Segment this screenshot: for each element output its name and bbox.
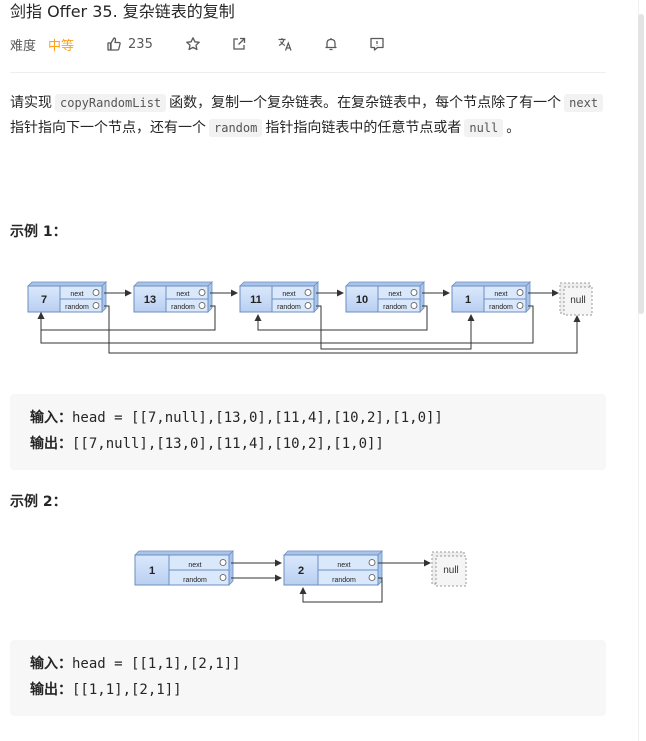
next-label: next	[494, 291, 507, 298]
desc-text: 请实现	[10, 95, 52, 111]
like-button[interactable]: 235	[106, 36, 153, 52]
node-value: 7	[41, 294, 47, 306]
output-label: 输出：	[30, 436, 72, 452]
scrollbar-thumb[interactable]	[638, 14, 644, 314]
inline-code: null	[464, 119, 504, 137]
list-node: 2 next random	[283, 550, 383, 586]
desc-text: 函数，复制一个复杂链表。在复杂链表中，每个节点除了有一个	[169, 95, 562, 111]
next-label: next	[70, 291, 83, 298]
random-label: random	[171, 304, 195, 311]
example-1-io: 输入：head = [[7,null],[13,0],[11,4],[10,2]…	[10, 394, 606, 470]
favorite-button[interactable]	[185, 36, 201, 52]
inline-code: next	[564, 94, 604, 112]
random-label: random	[332, 577, 356, 584]
node-value: 11	[250, 294, 262, 306]
random-label: random	[489, 304, 513, 311]
difficulty-label: 难度	[10, 38, 37, 54]
feedback-icon	[370, 37, 384, 51]
next-label: next	[188, 562, 201, 569]
null-label: null	[443, 565, 459, 576]
example-1-diagram: 7 next random 13 next random 11 next random 10 nex…	[27, 281, 593, 354]
desc-text: 指针指向下一个节点，还有一个	[10, 120, 206, 136]
list-node: 7 next random	[27, 281, 107, 313]
next-label: next	[337, 562, 350, 569]
inline-code: random	[209, 119, 263, 137]
desc-text: 。	[506, 120, 521, 136]
example-1-heading: 示例 1：	[10, 224, 67, 240]
null-node: null	[559, 282, 593, 316]
share-button[interactable]	[231, 36, 247, 52]
random-label: random	[65, 304, 89, 311]
input-value: head = [[7,null],[13,0],[11,4],[10,2],[1…	[72, 410, 443, 426]
random-label: random	[383, 304, 407, 311]
like-count: 235	[128, 36, 153, 52]
panel-border	[638, 0, 639, 741]
next-label: next	[282, 291, 295, 298]
next-label: next	[388, 291, 401, 298]
null-label: null	[570, 295, 586, 306]
star-icon	[186, 37, 200, 51]
difficulty-badge: 中等	[48, 38, 75, 54]
translate-icon	[278, 38, 292, 51]
feedback-button[interactable]	[369, 36, 385, 52]
random-label: random	[183, 577, 207, 584]
next-label: next	[176, 291, 189, 298]
list-node: 13 next random	[133, 281, 213, 313]
list-node: 1 next random	[451, 281, 531, 313]
node-value: 13	[144, 294, 156, 306]
divider	[10, 72, 606, 73]
translate-button[interactable]	[277, 36, 293, 52]
example-2-diagram: 1 next random 2 next random null	[134, 550, 467, 603]
list-node: 1 next random	[134, 550, 234, 586]
node-value: 10	[356, 294, 368, 306]
example-2-heading: 示例 2：	[10, 494, 67, 510]
node-value: 2	[298, 565, 304, 577]
list-node: 10 next random	[345, 281, 425, 313]
problem-meta-bar: 难度 中等 235	[10, 33, 385, 55]
notification-button[interactable]	[323, 36, 339, 52]
output-label: 输出：	[30, 682, 72, 698]
list-node: 11 next random	[239, 281, 319, 313]
example-2-io: 输入：head = [[1,1],[2,1]] 输出：[[1,1],[2,1]]	[10, 640, 606, 716]
node-value: 1	[465, 294, 471, 306]
node-value: 1	[149, 565, 155, 577]
share-icon	[233, 37, 246, 50]
desc-text: 指针指向链表中的任意节点或者	[265, 120, 462, 136]
output-value: [[7,null],[13,0],[11,4],[10,2],[1,0]]	[72, 436, 384, 452]
bell-icon	[325, 38, 337, 51]
output-value: [[1,1],[2,1]]	[72, 682, 182, 698]
input-label: 输入：	[30, 656, 72, 672]
random-label: random	[277, 304, 301, 311]
inline-code: copyRandomList	[55, 94, 167, 112]
null-node: null	[431, 551, 467, 587]
problem-title: 剑指 Offer 35. 复杂链表的复制	[10, 2, 235, 21]
input-value: head = [[1,1],[2,1]]	[72, 656, 241, 672]
thumbs-up-icon	[107, 37, 121, 51]
input-label: 输入：	[30, 410, 72, 426]
